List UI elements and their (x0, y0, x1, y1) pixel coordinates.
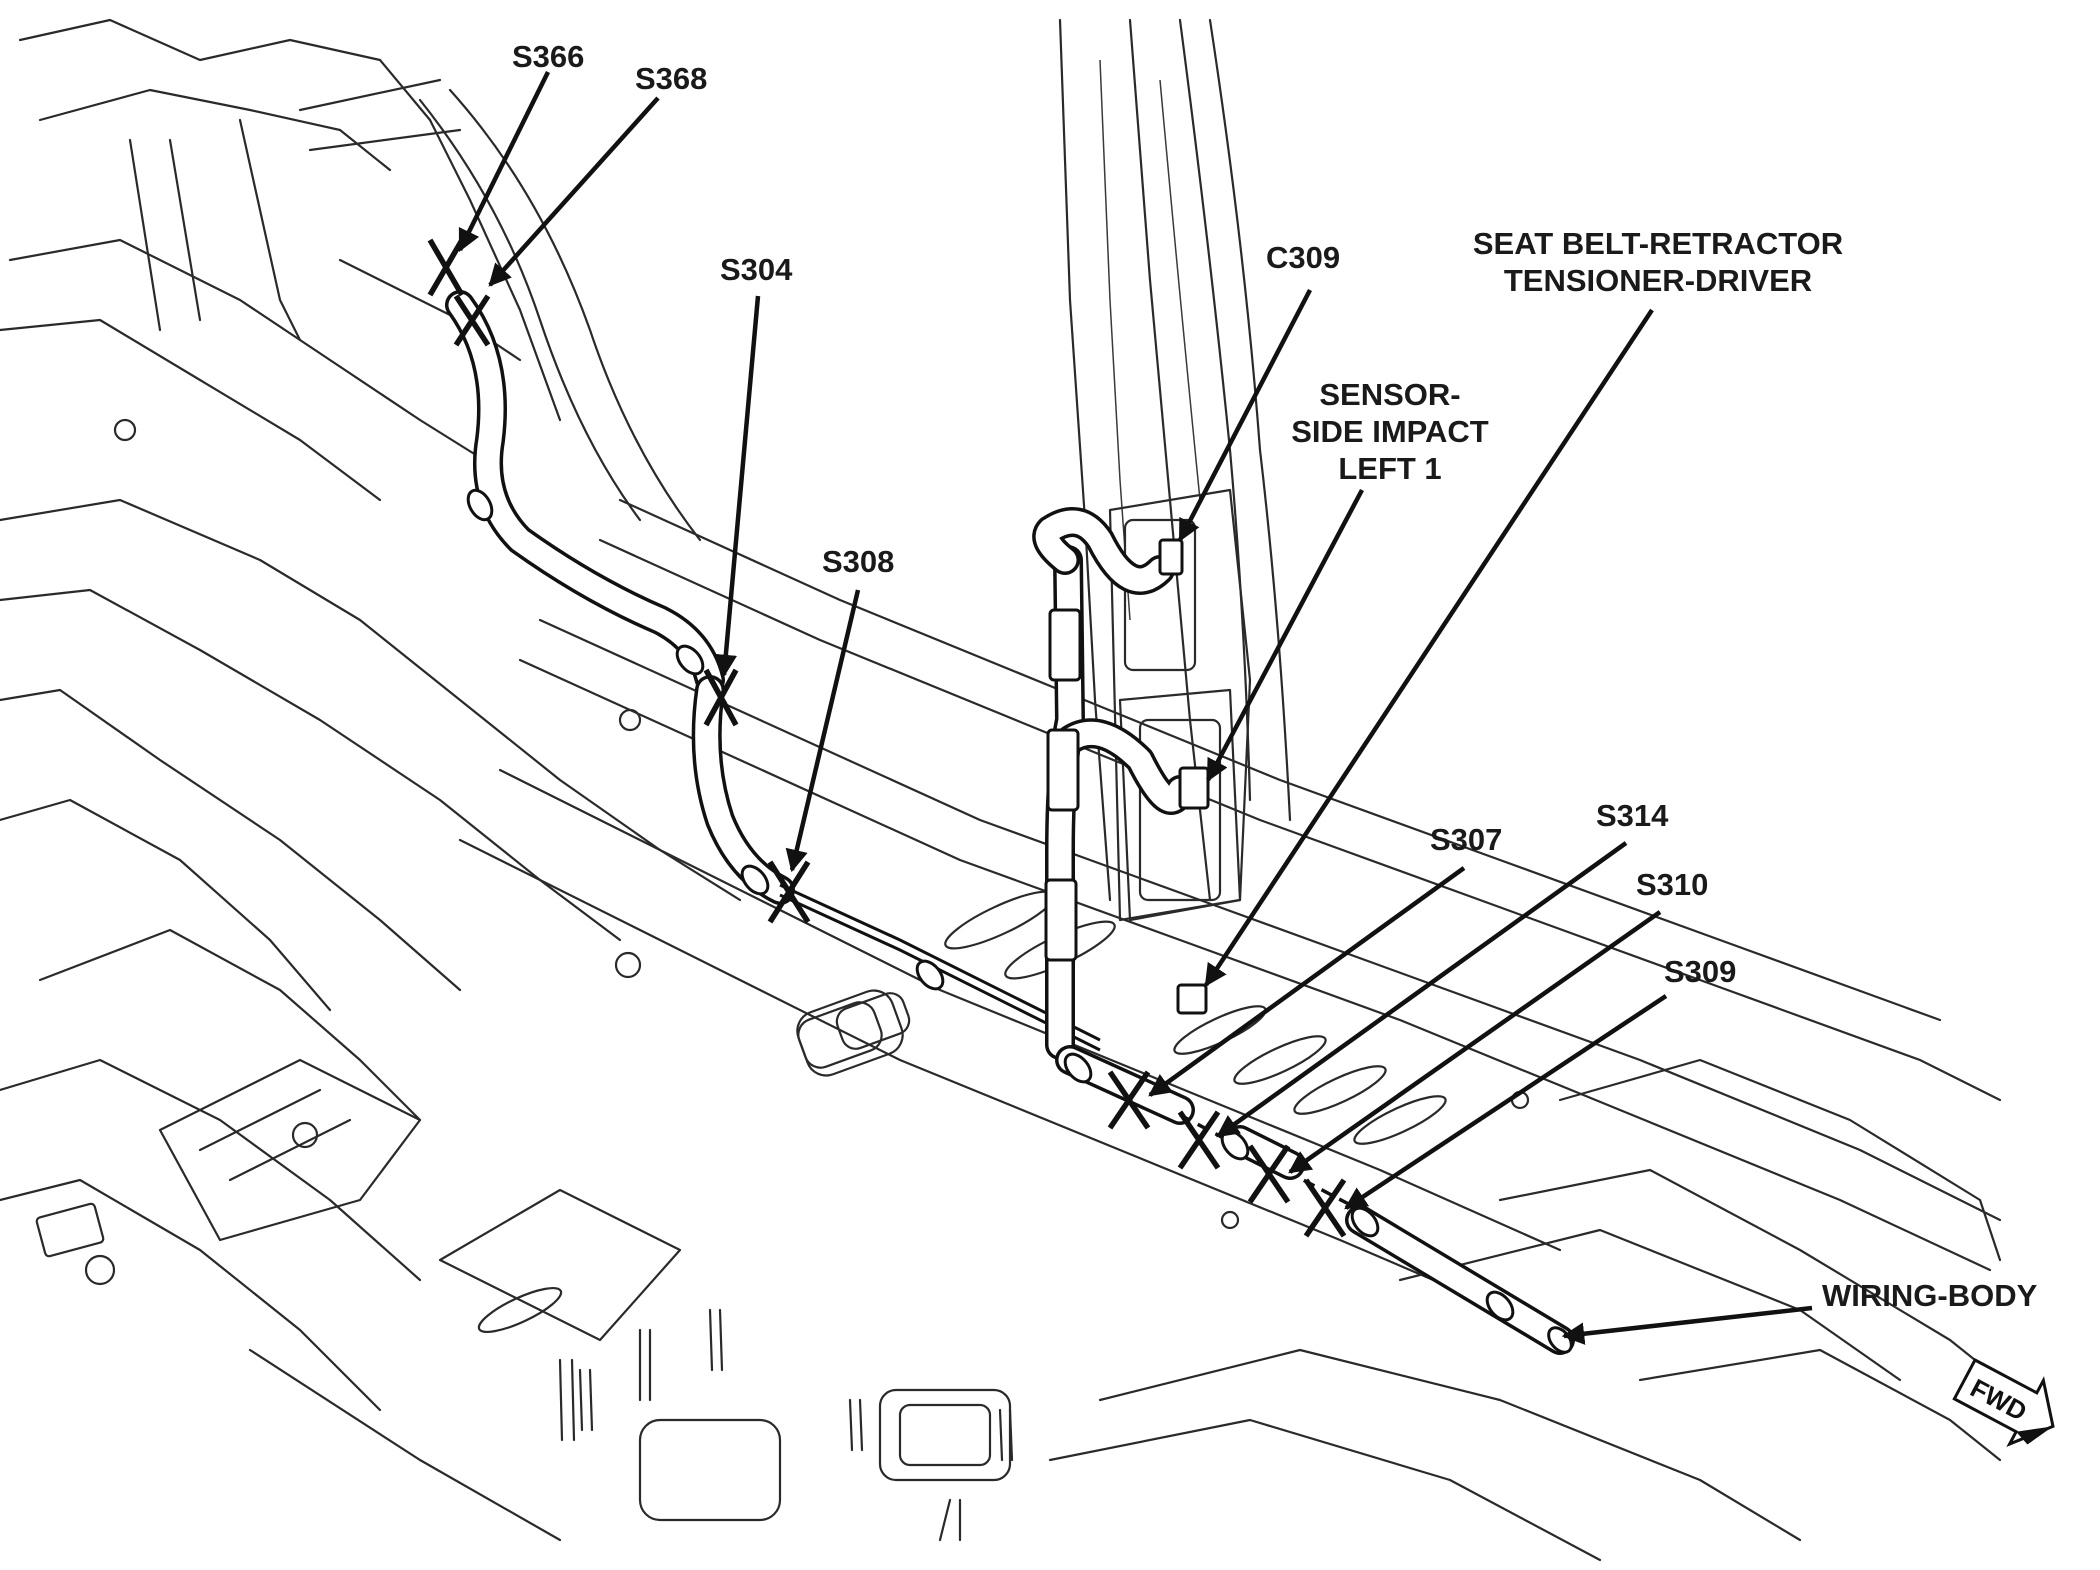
leader-s310 (1288, 910, 1662, 1174)
label-seat-belt-line1: SEAT BELT-RETRACTOR (1473, 226, 1843, 261)
splice-x-s310 (1247, 1144, 1291, 1204)
leader-s366 (457, 71, 551, 253)
label-wiring-body: WIRING-BODY (1822, 1278, 2038, 1313)
leader-s368 (488, 96, 660, 287)
wiring-harness (445, 290, 1575, 1355)
label-s310: S310 (1636, 867, 1708, 902)
splice-x-s366 (427, 238, 465, 297)
label-s314: S314 (1596, 798, 1669, 833)
callout-labels: S366 S368 S304 S308 C309 SEAT BELT-RETRA… (512, 39, 2038, 1313)
leader-sensor (1206, 488, 1364, 782)
label-s307: S307 (1430, 822, 1502, 857)
splice-markers (427, 238, 1347, 1238)
forward-arrow-icon: FWD (1952, 1357, 2055, 1448)
leader-seat-belt (1204, 308, 1654, 987)
leader-c309 (1178, 288, 1312, 542)
leader-s308 (785, 589, 861, 873)
splice-x-s314 (1177, 1110, 1221, 1170)
label-s309: S309 (1664, 954, 1736, 989)
splice-x-s304 (703, 668, 739, 727)
label-s308: S308 (822, 544, 894, 579)
label-c309: C309 (1266, 240, 1340, 275)
label-s368: S368 (635, 61, 707, 96)
label-sensor-line1: SENSOR- (1319, 377, 1460, 412)
seat-belt-tensioner-connector (1176, 983, 1208, 1015)
splice-x-s368 (453, 294, 491, 347)
splice-x-s307 (1107, 1070, 1151, 1130)
leader-s309 (1344, 994, 1668, 1210)
leader-lines (457, 71, 1813, 1345)
leader-s304 (714, 295, 761, 678)
body-studs (558, 1308, 1014, 1542)
leader-wiring-body (1561, 1305, 1813, 1345)
c309-connector (1158, 538, 1184, 576)
side-impact-sensor (1178, 766, 1210, 810)
splice-x-s309 (1303, 1178, 1347, 1238)
leader-s307 (1148, 866, 1466, 1097)
label-sensor-line2: SIDE IMPACT (1291, 414, 1489, 449)
leader-s314 (1216, 841, 1628, 1138)
label-s304: S304 (720, 252, 793, 287)
label-seat-belt-line2: TENSIONER-DRIVER (1504, 263, 1812, 298)
label-sensor-line3: LEFT 1 (1338, 451, 1441, 486)
label-s366: S366 (512, 39, 584, 74)
